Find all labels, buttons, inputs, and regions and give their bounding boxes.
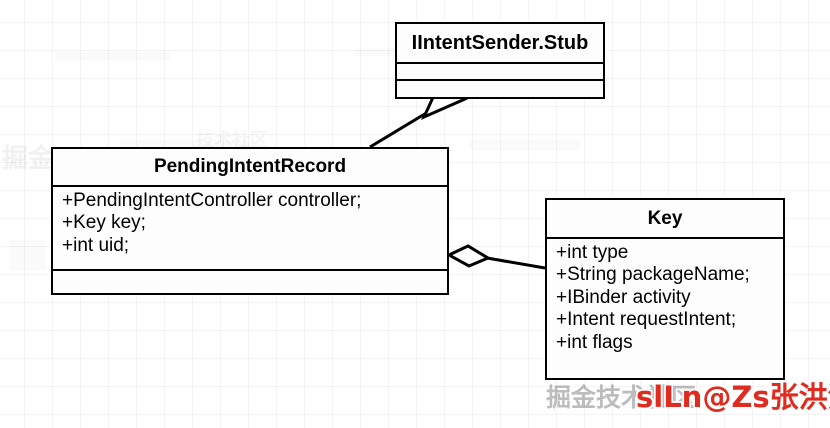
background-artifact <box>10 240 45 270</box>
attribute-row: +String packageName; <box>556 264 750 286</box>
class-box-key[interactable]: Key +int type +String packageName; +IBin… <box>545 198 785 380</box>
class-box-pendingintentrecord[interactable]: PendingIntentRecord +PendingIntentContro… <box>51 147 449 295</box>
watermark-gray: 掘金技术社区 <box>546 383 697 412</box>
class-attributes-iintentsender-stub <box>397 64 603 81</box>
class-attributes-key: +int type +String packageName; +IBinder … <box>547 239 783 378</box>
watermark-red: slLn@Zs张洪滔 <box>636 380 830 414</box>
attribute-row: +PendingIntentController controller; <box>62 190 362 211</box>
attribute-row: +Key key; <box>62 212 146 234</box>
attribute-row: +int uid; <box>62 234 130 256</box>
class-title-iintentsender-stub: IIntentSender.Stub <box>397 24 603 64</box>
faint-watermark-mid: 技术社区 <box>196 130 268 151</box>
class-methods-iintentsender-stub <box>397 81 603 97</box>
class-methods-pendingintentrecord <box>53 271 447 293</box>
attribute-row: +IBinder activity <box>556 286 691 308</box>
attribute-row: +int flags <box>556 331 633 353</box>
attribute-row: +int type <box>556 242 629 263</box>
class-box-iintentsender-stub[interactable]: IIntentSender.Stub <box>395 22 605 99</box>
faint-watermark-left: 掘金 <box>2 144 55 174</box>
attribute-row: +Intent requestIntent; <box>556 309 737 331</box>
background-artifact <box>470 140 580 150</box>
class-title-pendingintentrecord: PendingIntentRecord <box>53 149 447 187</box>
aggregation-connector <box>445 244 546 270</box>
background-artifact <box>55 52 170 60</box>
class-attributes-pendingintentrecord: +PendingIntentController controller; +Ke… <box>53 187 447 271</box>
class-title-key: Key <box>547 200 783 239</box>
